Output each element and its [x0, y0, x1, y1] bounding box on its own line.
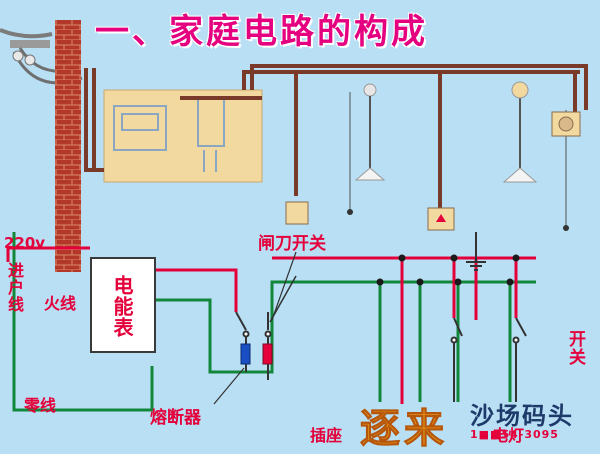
watermark-brand: 逐来	[360, 406, 448, 453]
watermark-slogan: 沙场码头	[470, 402, 574, 430]
pull-switch-icon	[347, 92, 581, 231]
knife-switch	[235, 275, 297, 338]
junction-dots	[376, 254, 520, 286]
neutral-wire-label: 零线	[24, 396, 57, 415]
live-wire-label: 火线	[44, 294, 77, 313]
socket-label: 插座	[310, 426, 343, 445]
lamp-label: 电灯	[492, 426, 525, 445]
knife-switch-label: 闸刀开关	[258, 234, 326, 254]
neutral-wire	[12, 232, 536, 412]
fuse-label: 熔断器	[150, 408, 201, 428]
energy-meter-label: 电能表	[110, 275, 134, 338]
voltage-label: 220v	[4, 234, 46, 252]
switch-label: 开关	[565, 330, 585, 366]
energy-meter: 电能表	[90, 257, 156, 353]
ground-icon	[466, 232, 486, 271]
distribution-panel	[103, 89, 263, 183]
knife-switch-pointer	[271, 251, 297, 321]
fuse-icon	[240, 336, 273, 380]
fuse-pointer	[213, 367, 245, 405]
watermark-phone: 1■■54-3095	[470, 428, 559, 441]
lamp-icon	[354, 81, 538, 183]
conduit-pipes	[84, 64, 588, 210]
brick-wall	[55, 20, 81, 272]
incoming-line-label: 进户线	[5, 262, 24, 313]
branch-switch	[450, 317, 527, 402]
page-title: 一、家庭电路的构成	[95, 12, 428, 52]
wall-switch-icon	[285, 201, 455, 231]
